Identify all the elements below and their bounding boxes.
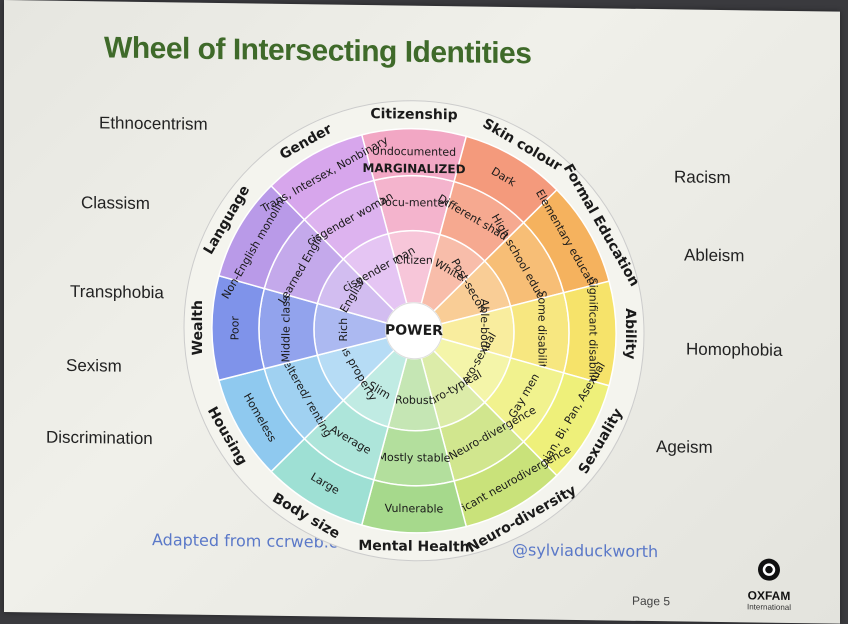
oxfam-logo: OXFAM International: [739, 558, 799, 612]
segment-outer-label: Significant disability: [587, 278, 600, 390]
segment-inner-label: Able-bodied: [478, 299, 491, 365]
segment-inner-label: Rich: [337, 318, 350, 342]
segment-middle-label: Some disability: [536, 290, 549, 375]
marginalized-label: MARGINALIZED: [362, 161, 465, 176]
slide: Wheel of Intersecting Identities Ethnoce…: [4, 0, 840, 624]
category-label: Mental Health: [358, 538, 469, 556]
power-label: POWER: [385, 322, 443, 339]
segment-outer-label: Vulnerable: [385, 502, 444, 516]
oxfam-icon: [758, 558, 780, 581]
wheel-segment-12-ring-3: [270, 133, 375, 221]
segment-outer-label: Undocumented: [372, 145, 456, 159]
category-label: Wealth: [190, 300, 206, 356]
category-label: Ability: [622, 308, 638, 359]
segment-middle-label: Mostly stable: [378, 451, 451, 465]
segment-inner-label: Citizen: [395, 253, 433, 267]
segment-inner-label: Robust: [395, 393, 434, 407]
segment-middle-label: Docu-mented: [377, 196, 452, 210]
segment-outer-label: Poor: [229, 316, 242, 341]
category-label: Citizenship: [370, 106, 457, 123]
segment-middle-label: Middle class: [280, 295, 293, 363]
identity-wheel: Citizen Docu-mented Undocumented Citizenshi…: [183, 100, 645, 562]
power-hub: [385, 302, 443, 360]
